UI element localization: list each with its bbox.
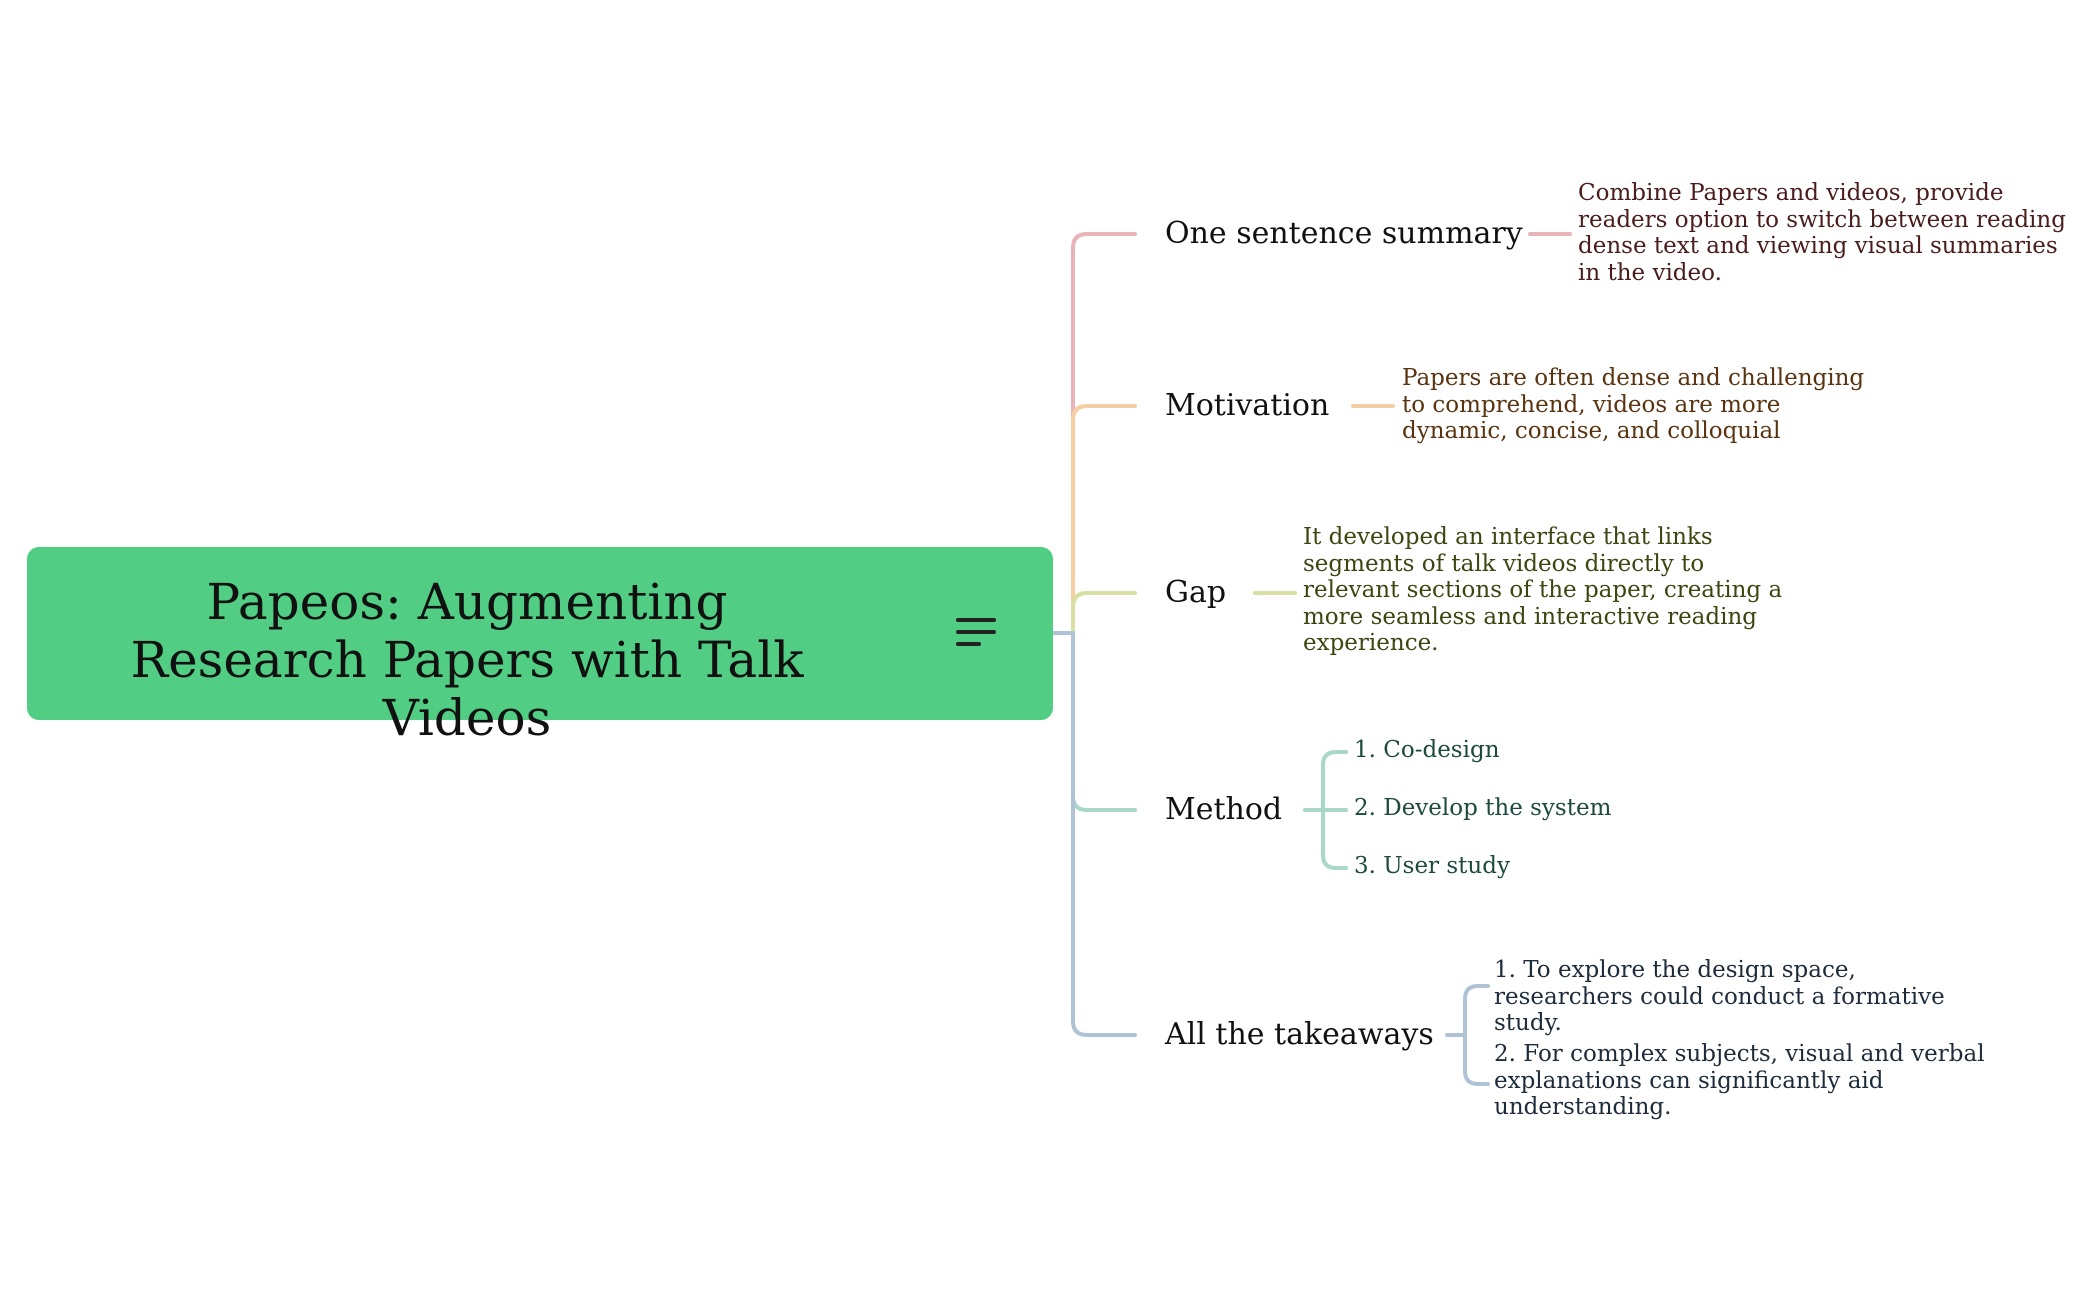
root-topic[interactable]: Papeos: Augmenting Research Papers with … [27,547,1053,747]
summary-leaf[interactable]: Combine Papers and videos, provide reade… [1578,180,2066,286]
branch-all-the-takeaways[interactable]: All the takeaways [1165,1017,1434,1052]
branch-one-sentence-summary[interactable]: One sentence summary [1165,216,1523,251]
connector-takeaways [1071,631,1137,1037]
branch-motivation[interactable]: Motivation [1165,388,1330,423]
takeaway-leaf-1[interactable]: 1. To explore the design space, research… [1494,957,1945,1036]
method-leaf-develop-system[interactable]: 2. Develop the system [1354,795,1612,821]
branch-method[interactable]: Method [1165,792,1283,827]
connector-takeaway-leaves [1445,984,1490,1086]
motivation-leaf[interactable]: Papers are often dense and challenging t… [1402,365,1865,444]
branch-gap[interactable]: Gap [1165,575,1227,610]
connector-gap [1071,591,1137,635]
method-leaf-co-design[interactable]: 1. Co-design [1354,737,1500,763]
notes-icon[interactable] [955,615,997,651]
connector-method [1071,631,1137,812]
gap-leaf[interactable]: It developed an interface that links seg… [1303,524,1783,656]
connector-method-leaves [1303,750,1348,870]
takeaway-leaf-2[interactable]: 2. For complex subjects, visual and verb… [1494,1041,1985,1120]
root-title: Papeos: Augmenting Research Papers with … [130,573,804,747]
connector-summary [1071,232,1137,635]
connector-motivation [1071,404,1137,635]
method-leaf-user-study[interactable]: 3. User study [1354,853,1510,879]
